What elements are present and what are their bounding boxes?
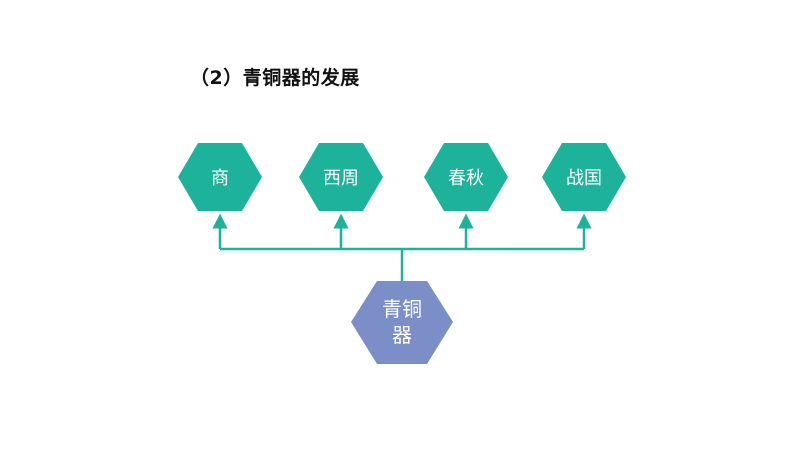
period-label: 商 bbox=[211, 168, 229, 189]
period-node-chunqiu: 春秋 bbox=[424, 143, 508, 211]
hexagon-shape bbox=[178, 143, 262, 211]
period-node-zhanguo: 战国 bbox=[542, 143, 626, 211]
hexagon-shape bbox=[299, 143, 383, 211]
hexagon-shape bbox=[424, 143, 508, 211]
period-label: 春秋 bbox=[448, 168, 484, 189]
root-label-line2: 器 bbox=[392, 323, 412, 347]
connectors bbox=[212, 213, 592, 281]
period-label: 战国 bbox=[566, 168, 602, 189]
hexagon-shape bbox=[542, 143, 626, 211]
hexagon-shape bbox=[351, 281, 453, 364]
page-title: （2）青铜器的发展 bbox=[190, 67, 360, 89]
period-label: 西周 bbox=[323, 168, 359, 189]
period-node-xizhou: 西周 bbox=[299, 143, 383, 211]
root-label-line1: 青铜 bbox=[382, 297, 422, 321]
period-node-shang: 商 bbox=[178, 143, 262, 211]
root-node-bronze: 青铜 器 bbox=[351, 281, 453, 364]
